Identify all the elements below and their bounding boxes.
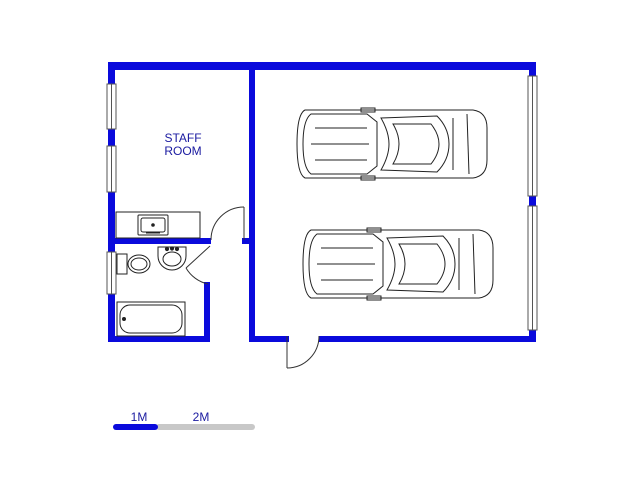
scale-label-2m: 2M — [193, 410, 210, 424]
door-bathroom — [185, 245, 211, 285]
walls — [108, 62, 536, 342]
wall-divider — [249, 62, 255, 342]
wall-bottom-garage-right — [319, 336, 536, 342]
toilet — [116, 253, 151, 275]
wall-right — [529, 62, 536, 342]
scale-bar-active — [113, 424, 158, 430]
basin — [157, 246, 187, 271]
bathtub — [116, 301, 186, 337]
wall-left — [108, 62, 115, 342]
fixtures — [115, 211, 201, 337]
doors — [185, 206, 320, 369]
windows — [106, 75, 538, 331]
door-staff-room — [210, 206, 245, 241]
car-2 — [302, 227, 494, 301]
wall-bathroom-right — [204, 282, 210, 342]
room-label-staff-line1: STAFF — [164, 131, 201, 145]
kitchen-counter — [115, 211, 201, 239]
scale-label-1m: 1M — [131, 410, 148, 424]
car-1 — [296, 107, 488, 181]
wall-top — [108, 62, 536, 70]
scale-bar: 1M 2M — [113, 410, 255, 430]
wall-bathroom-top-right — [242, 238, 252, 244]
wall-bottom-garage-left — [249, 336, 289, 342]
wall-bottom-left — [108, 336, 208, 342]
scale-bar-inactive — [156, 424, 255, 430]
room-label-staff-line2: ROOM — [164, 144, 201, 158]
wall-bathroom-top — [108, 238, 211, 244]
door-garage — [286, 335, 320, 369]
